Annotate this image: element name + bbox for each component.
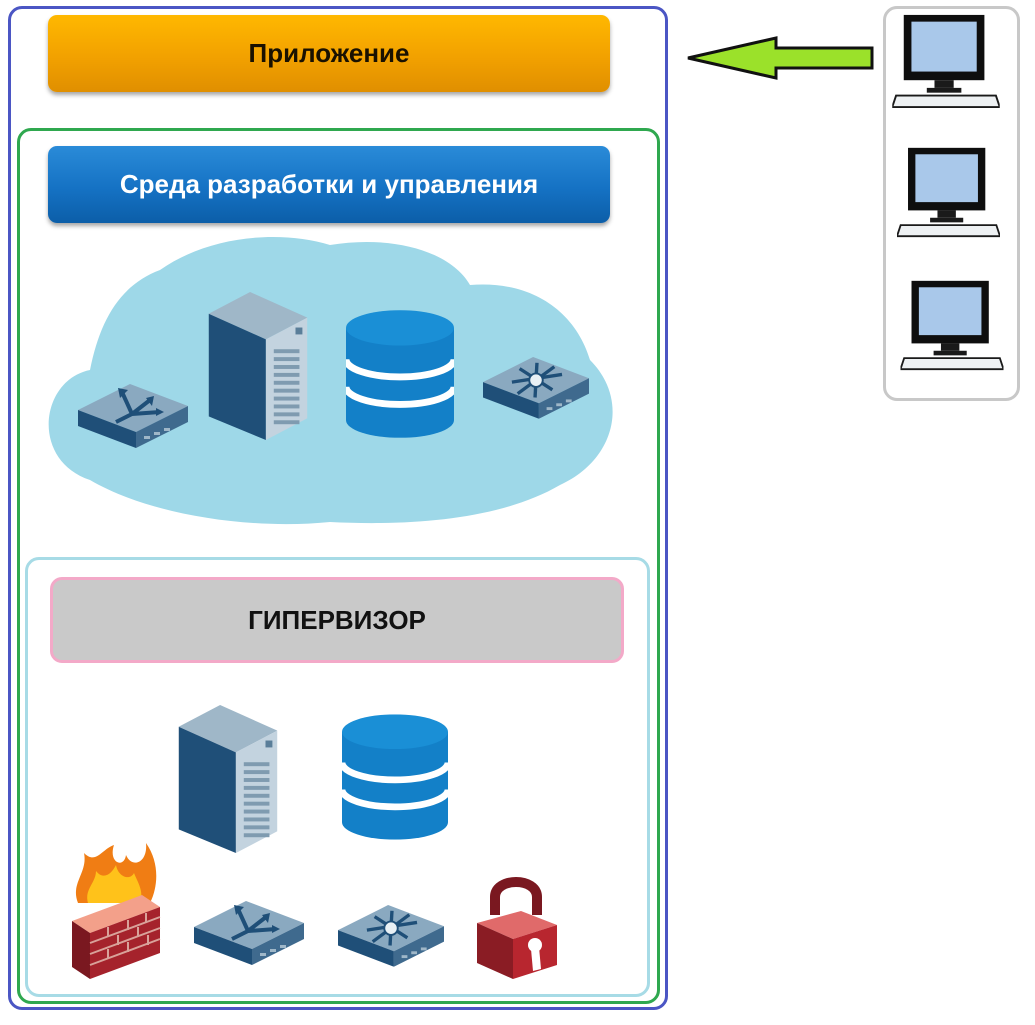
- database-icon: [346, 310, 454, 438]
- clients-group: [883, 6, 1020, 401]
- server-icon: [208, 292, 308, 440]
- padlock-icon: [477, 877, 557, 979]
- firewall-icon: [72, 843, 161, 979]
- database-icon: [342, 713, 448, 841]
- server-icon: [178, 705, 278, 853]
- computer-icon: [898, 279, 1006, 371]
- switch-icon: [483, 345, 589, 425]
- application-frame: [8, 6, 668, 1010]
- router-icon: [78, 375, 188, 451]
- hypervisor-frame: [25, 557, 650, 997]
- router-icon: [194, 892, 304, 968]
- arrow-icon: [687, 36, 874, 80]
- cloud-icon: [48, 237, 613, 525]
- computer-icon: [891, 146, 1006, 238]
- application-label: Приложение: [48, 15, 610, 92]
- dev-environment-frame: [17, 128, 660, 1004]
- hypervisor-label: ГИПЕРВИЗОР: [50, 577, 624, 663]
- dev-environment-label: Среда разработки и управления: [48, 146, 610, 223]
- computer-icon: [890, 13, 1002, 109]
- switch-icon: [338, 893, 444, 973]
